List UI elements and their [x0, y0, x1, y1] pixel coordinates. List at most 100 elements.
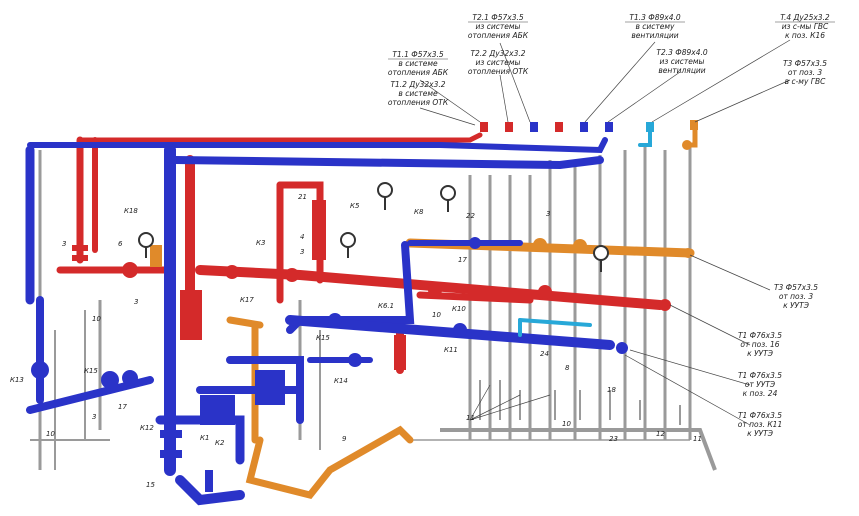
valve-body: [122, 262, 138, 278]
valve-body: [469, 237, 481, 249]
valve-body: [533, 238, 547, 252]
pipe-end: [659, 299, 671, 311]
tag-n9: 9: [342, 435, 347, 443]
valve-body: [348, 353, 362, 367]
callout-t22-line-2: отопления ОТК: [468, 67, 529, 76]
valve-body: [101, 371, 119, 389]
tag-n24: 24: [540, 350, 549, 358]
callout-t4-line-0: T.4 Ду25x3.2: [780, 13, 830, 22]
tag-n3a: 3: [62, 240, 66, 248]
callout-t1c-line-0: T1 Ф76x3.5: [738, 411, 782, 420]
tag-n10b: 10: [46, 430, 55, 438]
tag-n23: 23: [609, 435, 618, 443]
callout-t1c-line-2: к УУТЭ: [747, 429, 774, 438]
pressure-gauge-icon: [377, 182, 393, 210]
tag-n11a: 11: [466, 414, 475, 422]
tag-n15: 15: [146, 481, 155, 489]
filter: [150, 245, 162, 267]
callout-t13-line-2: вентиляции: [631, 31, 678, 40]
callout-t3top-line-2: в с-му ГВС: [785, 77, 826, 86]
pump: [255, 370, 285, 405]
pressure-gauge-icon: [138, 232, 154, 258]
flange: [72, 255, 88, 261]
callout-t1b-line-1: от УУТЭ: [745, 380, 776, 389]
pipe-end: [683, 248, 693, 258]
callout-t12-line-1: в системе: [398, 89, 438, 98]
tag-n10c: 10: [432, 311, 441, 319]
callout-t1b-line-2: к поз. 24: [743, 389, 778, 398]
tag-n17a: 17: [458, 256, 467, 264]
valve-body: [428, 283, 442, 297]
valve-body: [122, 370, 138, 386]
callout-t11-line-2: отопления АБК: [388, 68, 449, 77]
flange: [72, 245, 88, 251]
callout-t1a-line-2: к УУТЭ: [747, 349, 774, 358]
callout-t23-line-0: T2.3 Ф89x4.0: [656, 48, 707, 57]
callout-t12-line-0: T1.2 Ду32x3.2: [390, 80, 445, 89]
callout-t3top-line-0: T3 Ф57x3.5: [783, 59, 827, 68]
equipment: [31, 120, 698, 492]
tag-k17: К17: [240, 296, 254, 304]
tag-k10: К10: [452, 305, 466, 313]
riser-valve: [505, 122, 513, 132]
tag-n11b: 11: [693, 435, 702, 443]
flange: [205, 470, 213, 492]
pressure-gauge-icon: [440, 185, 456, 212]
tag-n4: 4: [300, 233, 304, 241]
riser-valve: [605, 122, 613, 132]
tag-k3: К3: [256, 239, 265, 247]
callout-t1a-line-0: T1 Ф76x3.5: [738, 331, 782, 340]
riser-valve: [646, 122, 654, 132]
tag-k13: К13: [10, 376, 24, 384]
tag-n18: 18: [607, 386, 616, 394]
valve-body: [285, 268, 299, 282]
callout-t3right-line-1: от поз. 3: [779, 292, 814, 301]
tag-k14: К14: [334, 377, 348, 385]
callout-t1c-line-1: от поз. К11: [738, 420, 782, 429]
tag-n3c: 3: [300, 248, 304, 256]
tag-k5: К5: [350, 202, 360, 210]
callout-t3right-line-0: T3 Ф57x3.5: [774, 283, 818, 292]
tag-n3b: 3: [134, 298, 138, 306]
callout-t11-line-0: T1.1 Ф57x3.5: [392, 50, 443, 59]
pump: [200, 395, 235, 425]
leader-lines: [419, 39, 791, 426]
callout-t1a-line-1: от поз. 16: [740, 340, 779, 349]
valve-body: [538, 285, 552, 299]
tag-k12: К12: [140, 424, 154, 432]
tag-n12: 12: [656, 430, 665, 438]
flange: [160, 450, 182, 458]
tag-k15a: К15: [316, 334, 330, 342]
filter: [312, 200, 326, 260]
callout-t3top-line-1: от поз. 3: [788, 68, 823, 77]
tag-n22: 22: [466, 212, 475, 220]
callout-t21-line-1: из системы: [476, 22, 521, 31]
valve-body: [453, 323, 467, 337]
riser-valve: [530, 122, 538, 132]
pipe-end: [616, 342, 628, 354]
tag-k61: К6.1: [378, 302, 394, 310]
callout-t13-line-1: в систему: [635, 22, 675, 31]
callout-t13-line-0: T1.3 Ф89x4.0: [629, 13, 680, 22]
support-frame: [30, 145, 717, 471]
pressure-gauge-icon: [593, 245, 609, 272]
riser-valve: [555, 122, 563, 132]
tag-n8: 8: [565, 364, 570, 372]
callout-t11-line-1: в системе: [398, 59, 438, 68]
valve-body: [573, 239, 587, 253]
valve-body: [225, 265, 239, 279]
tag-n3d: 3: [546, 210, 550, 218]
tag-k2: К2: [215, 439, 225, 447]
valve-body: [31, 361, 49, 379]
valve-body: [328, 313, 342, 327]
callout-t1b-line-0: T1 Ф76x3.5: [738, 371, 782, 380]
tag-k1: К1: [200, 434, 209, 442]
callout-t23-line-1: из системы: [660, 57, 705, 66]
tag-k11: К11: [444, 346, 458, 354]
tag-n10d: 10: [562, 420, 571, 428]
pipe-end: [682, 140, 692, 150]
